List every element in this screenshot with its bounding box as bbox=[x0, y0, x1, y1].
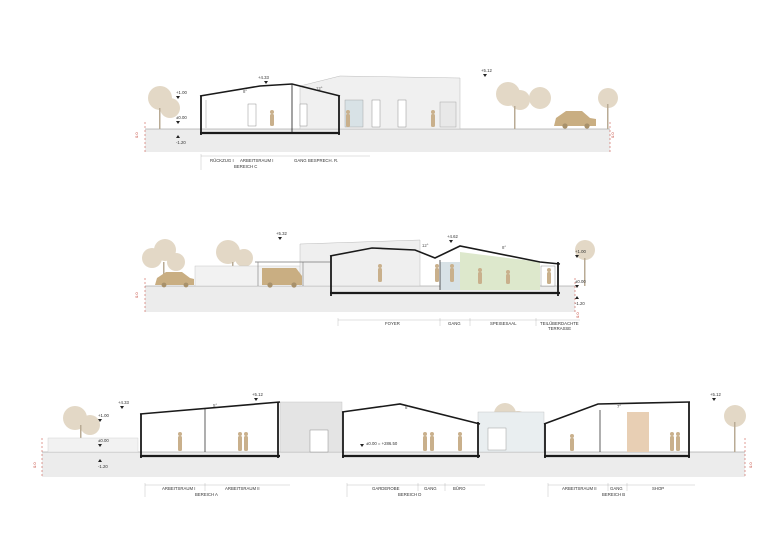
room-label: GANG bbox=[610, 486, 623, 491]
level-right-floor: ±0.00 bbox=[575, 279, 586, 284]
room-label: BESPRECH. R. bbox=[308, 158, 338, 163]
room-label: BEREICH B bbox=[602, 492, 625, 497]
level-ridge: +4.33 bbox=[258, 75, 269, 80]
roof-angle: 12° bbox=[422, 243, 429, 248]
room-label: FOYER bbox=[385, 321, 400, 326]
roof-angle: 7° bbox=[617, 404, 621, 409]
building-cut bbox=[329, 245, 561, 296]
level-left-top: +4.33 bbox=[118, 400, 129, 405]
level-left: +1.00 bbox=[176, 90, 187, 95]
roof-angle: 8° bbox=[502, 245, 506, 250]
room-label: GARDEROBE bbox=[372, 486, 400, 491]
level-left-top: +5.32 bbox=[276, 231, 287, 236]
building-cut bbox=[199, 83, 341, 135]
car bbox=[155, 272, 194, 288]
red-mark: 0.0 bbox=[32, 462, 37, 468]
room-label: SHOP bbox=[652, 486, 664, 491]
building-cut bbox=[139, 401, 691, 458]
level-below: -1.20 bbox=[98, 464, 108, 469]
level-floor: ±0.00 bbox=[176, 115, 187, 120]
level-right: +5.12 bbox=[710, 392, 721, 397]
car bbox=[554, 111, 596, 129]
tree bbox=[148, 82, 618, 129]
ground-band bbox=[145, 286, 575, 312]
room-label: ARBEITSRAUM I bbox=[240, 158, 273, 163]
room-label: BEREICH A bbox=[195, 492, 218, 497]
section-bottom: +4.33 +1.00 ±0.00 -1.20 +5.12 ±0.00 = +2… bbox=[32, 392, 753, 497]
room-label: ARBEITSRAUM II bbox=[225, 486, 260, 491]
room-label: TEILÜBERDACHTE bbox=[540, 321, 579, 326]
van bbox=[262, 268, 302, 288]
red-mark: 0.0 bbox=[134, 292, 139, 298]
red-mark: 0.0 bbox=[134, 132, 139, 138]
level-left: +1.00 bbox=[98, 413, 109, 418]
level-center-floor: ±0.00 = +286.50 bbox=[366, 441, 398, 446]
room-label: TERRASSE bbox=[548, 326, 571, 331]
level-floor: ±0.00 bbox=[98, 438, 109, 443]
level-right: +1.00 bbox=[575, 249, 586, 254]
room-label: BÜRO bbox=[453, 486, 466, 491]
tree bbox=[142, 239, 595, 286]
room-label: GANG bbox=[448, 321, 461, 326]
room-label: ARBEITSRAUM II bbox=[562, 486, 597, 491]
person-figure bbox=[178, 432, 680, 451]
red-mark: 0.0 bbox=[575, 312, 580, 318]
room-label: BEREICH C bbox=[234, 164, 257, 169]
red-mark: 0.0 bbox=[748, 462, 753, 468]
level-ridge: +5.12 bbox=[252, 392, 263, 397]
room-label: BEREICH D bbox=[398, 492, 421, 497]
person-figure bbox=[270, 110, 435, 127]
roof-angle: 12° bbox=[316, 86, 323, 91]
roof-angle: 5° bbox=[213, 403, 217, 408]
room-label: RÜCKZUG I bbox=[210, 158, 234, 163]
red-mark: 0.0 bbox=[610, 132, 615, 138]
section-top: +4.33 +1.00 ±0.00 -1.20 +5.12 8° 12° 0.0… bbox=[134, 68, 618, 170]
section-middle: +5.32 +4.62 +1.00 ±0.00 -1.20 12° 8° 0.0… bbox=[134, 231, 595, 331]
room-label: GANG bbox=[424, 486, 437, 491]
level-below: -1.20 bbox=[575, 301, 585, 306]
level-below: -1.20 bbox=[176, 140, 186, 145]
person-figure bbox=[378, 264, 551, 284]
roof-angle: 8° bbox=[243, 89, 247, 94]
ground-band bbox=[145, 129, 610, 152]
roof-angle: 8° bbox=[405, 405, 409, 410]
room-label: SPEISESAAL bbox=[490, 321, 517, 326]
room-label: ARBEITSRAUM I bbox=[162, 486, 195, 491]
level-ridge: +4.62 bbox=[447, 234, 458, 239]
room-label: GANG bbox=[294, 158, 307, 163]
level-right: +5.12 bbox=[481, 68, 492, 73]
